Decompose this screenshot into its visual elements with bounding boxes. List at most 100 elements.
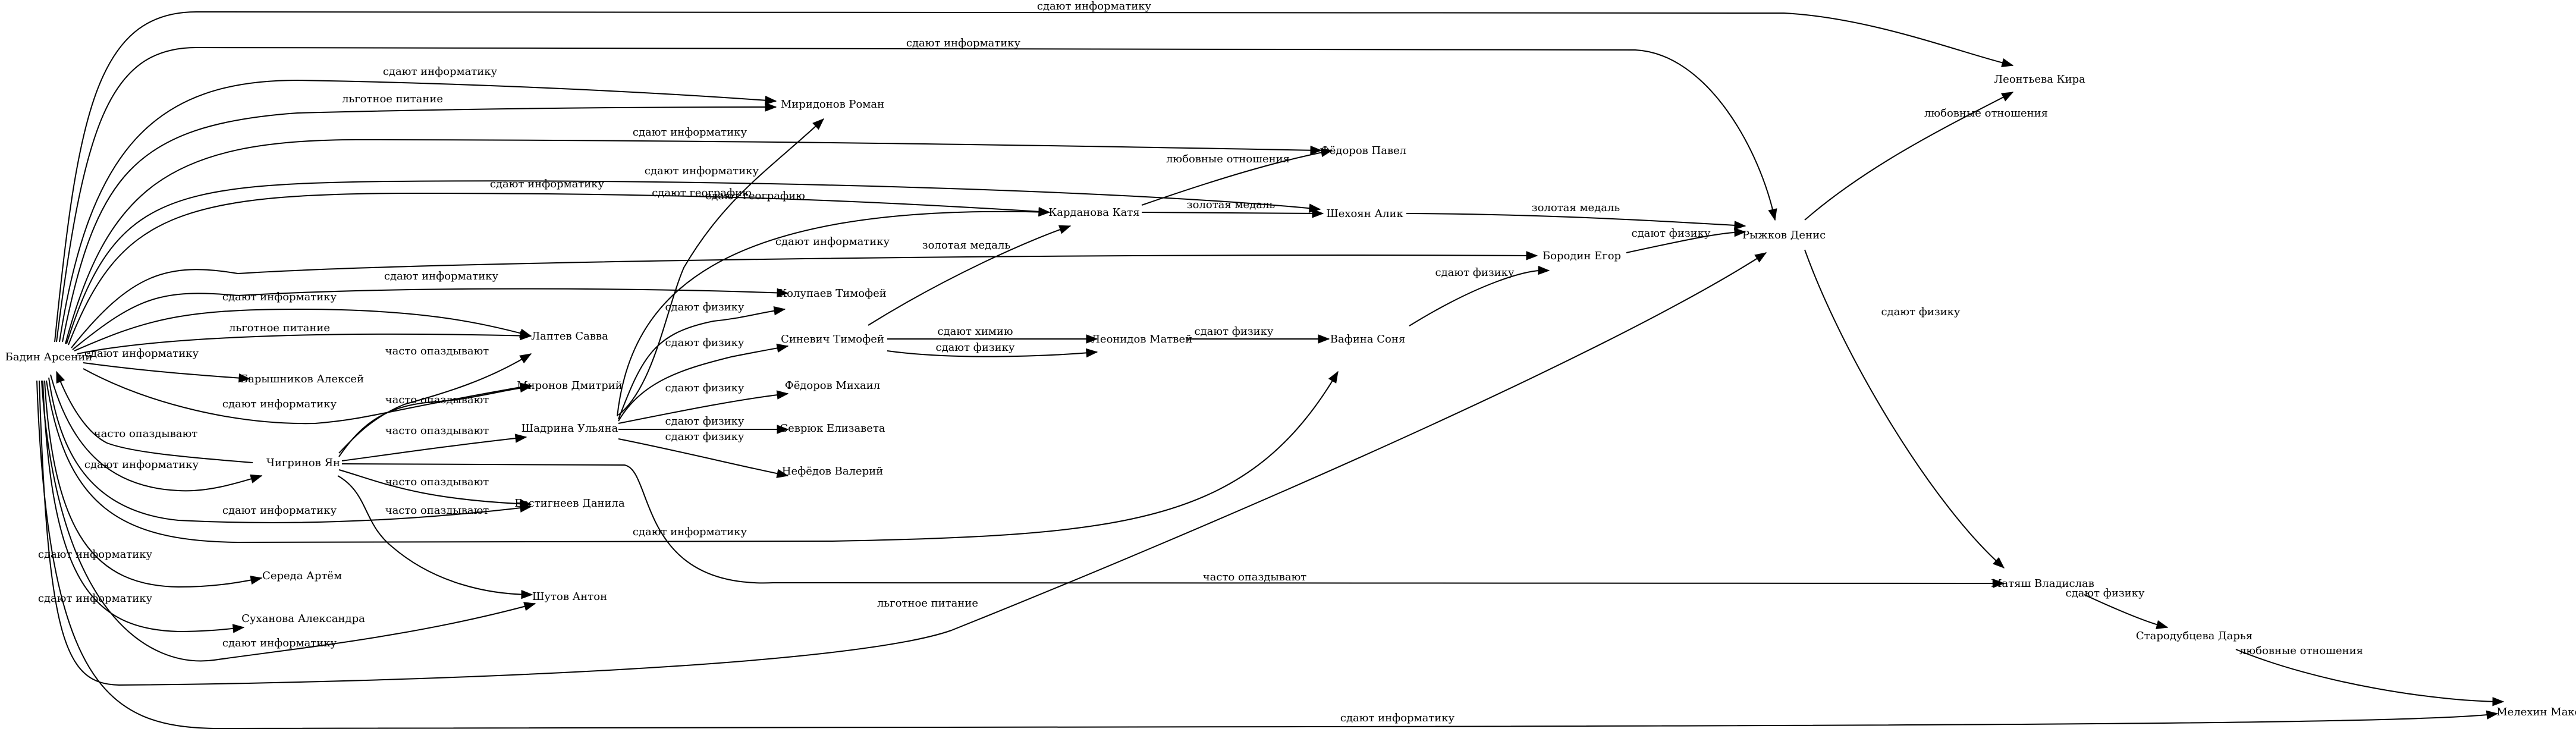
- edge-chigrinov-to-badin[interactable]: [56, 370, 253, 463]
- edge-sinevich-to-leonidov[interactable]: [887, 334, 1098, 344]
- edge-badin-to-chigrinov[interactable]: [50, 374, 263, 492]
- edge-line[interactable]: [618, 118, 824, 416]
- edge-line[interactable]: [56, 371, 253, 463]
- node-badin[interactable]: Бадин Арсений: [0, 346, 102, 368]
- edge-shadrina-to-miridonov[interactable]: [618, 118, 825, 416]
- node-shadrina[interactable]: Шадрина Ульяна: [516, 417, 623, 439]
- edge-badin-to-leontieva[interactable]: [54, 11, 2014, 343]
- edge-vafina-to-borodin[interactable]: [1409, 265, 1550, 326]
- edge-line[interactable]: [66, 180, 1321, 344]
- node-fedorov_mikhail[interactable]: Фёдоров Михаил: [779, 375, 886, 396]
- node-melekhin[interactable]: Мелехин Максим: [2493, 701, 2576, 723]
- node-nefedov[interactable]: Нефёдов Валерий: [779, 460, 886, 482]
- node-evstigneev[interactable]: Евстигнеев Данила: [514, 492, 625, 514]
- node-shekhoyan[interactable]: Шехоян Алик: [1311, 203, 1418, 224]
- edge-line[interactable]: [39, 252, 1767, 686]
- edge-leonidov-to-vafina[interactable]: [1186, 334, 1330, 344]
- node-chigrinov[interactable]: Чигринов Ян: [250, 452, 357, 473]
- node-vafina[interactable]: Вафина Соня: [1314, 328, 1421, 350]
- node-sukhanova[interactable]: Суханова Александра: [241, 608, 365, 629]
- edge-badin-to-sukhanova[interactable]: [42, 380, 245, 633]
- edge-line[interactable]: [42, 380, 244, 633]
- node-sevryuk[interactable]: Севрюк Елизавета: [779, 417, 886, 439]
- node-kardanova[interactable]: Карданова Катя: [1041, 202, 1148, 223]
- node-starodubtseva[interactable]: Стародубцева Дарья: [2136, 625, 2253, 646]
- edge-shadrina-to-sevryuk[interactable]: [618, 425, 789, 434]
- edge-line[interactable]: [74, 308, 532, 351]
- edge-line[interactable]: [341, 463, 2005, 584]
- edge-badin-to-miridonov[interactable]: [59, 79, 777, 343]
- edge-line[interactable]: [1141, 212, 1324, 214]
- node-shutov[interactable]: Шутов Антон: [516, 586, 623, 607]
- edge-line[interactable]: [1141, 150, 1333, 206]
- edge-line[interactable]: [618, 345, 788, 422]
- edge-line[interactable]: [50, 374, 262, 492]
- node-leontieva[interactable]: Леонтьева Кира: [1986, 68, 2093, 90]
- edge-sinevich-to-kardanova[interactable]: [868, 225, 1072, 326]
- edge-chigrinov-to-matyash[interactable]: [341, 463, 2005, 588]
- edge-badin-to-baryshnikov[interactable]: [83, 362, 251, 383]
- edge-matyash-to-starodubtseva[interactable]: [2084, 594, 2169, 629]
- edge-badin-to-ryzhkov[interactable]: [39, 252, 1767, 686]
- node-matyash[interactable]: Матяш Владислав: [1989, 573, 2096, 594]
- edge-badin-to-laptev[interactable]: [77, 331, 532, 354]
- node-borodin[interactable]: Бородин Егор: [1528, 245, 1635, 266]
- edge-chigrinov-to-mironov[interactable]: [338, 383, 532, 457]
- edge-line[interactable]: [341, 436, 527, 461]
- edge-line[interactable]: [1804, 249, 2005, 568]
- edge-line[interactable]: [887, 350, 1098, 357]
- edge-ryzhkov-to-leontieva[interactable]: [1804, 92, 2014, 221]
- edge-line[interactable]: [56, 46, 1776, 343]
- edge-line[interactable]: [72, 288, 788, 350]
- edge-starodubtseva-to-melekhin[interactable]: [2235, 649, 2505, 706]
- edge-line[interactable]: [62, 106, 777, 343]
- edge-badin-to-vafina[interactable]: [46, 370, 1339, 544]
- edge-line[interactable]: [54, 11, 2013, 343]
- edge-badin-to-borodin[interactable]: [71, 251, 1538, 348]
- node-sereda[interactable]: Середа Артём: [249, 565, 356, 586]
- edge-shadrina-to-fedorov_mikhail[interactable]: [618, 390, 789, 424]
- edge-kardanova-to-fedorov_pavel[interactable]: [1141, 147, 1333, 206]
- node-baryshnikov[interactable]: Барышников Алексей: [240, 368, 364, 390]
- edge-line[interactable]: [48, 377, 532, 523]
- edge-line[interactable]: [338, 386, 532, 457]
- edge-chigrinov-to-shadrina[interactable]: [341, 434, 527, 461]
- edge-line[interactable]: [338, 469, 532, 505]
- edge-badin-to-ryzhkov[interactable]: [56, 46, 1777, 343]
- edge-line[interactable]: [2235, 649, 2504, 702]
- edge-line[interactable]: [83, 362, 250, 379]
- edge-line[interactable]: [618, 438, 788, 476]
- edge-line[interactable]: [617, 211, 1050, 417]
- edge-shadrina-to-sinevich[interactable]: [618, 343, 789, 422]
- node-sinevich[interactable]: Синевич Тимофей: [779, 328, 886, 350]
- edge-line[interactable]: [41, 380, 536, 662]
- edge-line[interactable]: [83, 368, 532, 425]
- edge-borodin-to-ryzhkov[interactable]: [1626, 227, 1746, 253]
- edge-line[interactable]: [68, 192, 1050, 345]
- edge-ryzhkov-to-matyash[interactable]: [1804, 249, 2005, 568]
- node-ryzhkov[interactable]: Рыжков Денис: [1730, 224, 1837, 246]
- edge-badin-to-sereda[interactable]: [44, 380, 263, 588]
- edge-line[interactable]: [46, 371, 1339, 544]
- edge-shekhoyan-to-ryzhkov[interactable]: [1406, 213, 1746, 230]
- edge-badin-to-kolupaev[interactable]: [72, 288, 789, 350]
- edge-sinevich-to-leonidov[interactable]: [887, 348, 1098, 358]
- edge-line[interactable]: [65, 139, 1322, 344]
- edge-line[interactable]: [71, 255, 1538, 348]
- edge-badin-to-fedorov_pavel[interactable]: [65, 139, 1322, 344]
- node-kolupaev[interactable]: Колупаев Тимофей: [778, 282, 887, 304]
- edge-line[interactable]: [1406, 213, 1746, 227]
- edge-chigrinov-to-evstigneev[interactable]: [338, 469, 532, 508]
- edge-line[interactable]: [868, 225, 1071, 326]
- edge-line[interactable]: [59, 79, 777, 343]
- edge-shadrina-to-kolupaev[interactable]: [618, 306, 786, 420]
- edge-line[interactable]: [44, 380, 262, 588]
- edge-shadrina-to-nefedov[interactable]: [618, 438, 789, 478]
- node-leonidov[interactable]: Леонидов Матвей: [1088, 328, 1195, 350]
- edge-badin-to-miridonov[interactable]: [62, 102, 777, 343]
- edge-line[interactable]: [36, 380, 2498, 730]
- edge-badin-to-melekhin[interactable]: [36, 380, 2499, 730]
- edge-line[interactable]: [337, 475, 533, 595]
- edge-chigrinov-to-shutov[interactable]: [337, 475, 533, 599]
- node-miridonov[interactable]: Миридонов Роман: [779, 93, 886, 115]
